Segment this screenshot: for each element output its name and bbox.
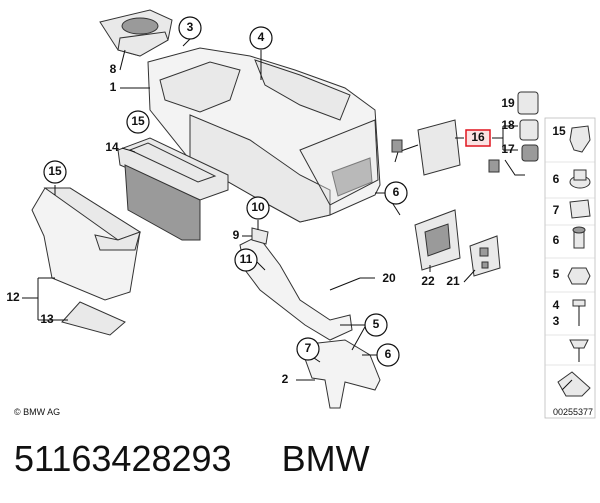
- fastener-legend: 15 6 7 6 5 4 3: [544, 117, 596, 419]
- copyright-text: © BMW AG: [14, 407, 60, 417]
- legend-label-5: 5: [553, 267, 560, 281]
- callout-7: 7: [305, 341, 312, 355]
- callout-13: 13: [40, 312, 54, 326]
- callout-5: 5: [373, 317, 380, 331]
- callout-11: 11: [240, 252, 253, 266]
- callout-15b: 15: [48, 164, 62, 178]
- legend-label-4: 4: [553, 298, 560, 312]
- callout-3: 3: [187, 20, 194, 34]
- callout-19: 19: [501, 96, 515, 110]
- callout-4: 4: [258, 30, 265, 44]
- callout-20: 20: [382, 271, 396, 285]
- legend-label-7: 7: [553, 203, 560, 217]
- legend-label-3: 3: [553, 314, 560, 328]
- storage-box-upper: [117, 137, 229, 241]
- lower-bracket: [299, 339, 381, 409]
- part-number: 51163428293: [14, 438, 232, 479]
- callout-9: 9: [233, 228, 240, 242]
- callout-8: 8: [110, 62, 117, 76]
- callout-circles: [43, 16, 408, 367]
- cup-holder-part: [99, 9, 173, 57]
- callout-16-highlight: 16: [465, 129, 491, 147]
- callout-6b: 6: [385, 347, 392, 361]
- callout-15: 15: [131, 114, 145, 128]
- callout-22: 22: [421, 274, 435, 288]
- brand-name: BMW: [281, 438, 370, 479]
- cover-panel: [469, 235, 501, 277]
- callout-21: 21: [446, 274, 460, 288]
- callout-12: 12: [6, 290, 20, 304]
- callout-labels: 8 1 3 4 15 14 15 12 13 10 9 11 20 6 5 7 …: [6, 20, 515, 386]
- callout-6: 6: [393, 185, 400, 199]
- storage-pocket: [31, 187, 142, 301]
- callout-18: 18: [501, 118, 515, 132]
- legend-label-6b: 6: [553, 233, 560, 247]
- diagram-number: 00255377: [553, 407, 593, 417]
- footer: 51163428293 BMW: [14, 438, 584, 488]
- leader-lines: [22, 38, 518, 381]
- callout-16: 16: [471, 130, 485, 144]
- bracket: [239, 227, 353, 341]
- legend-label-6a: 6: [553, 172, 560, 186]
- socket-assembly: [391, 119, 525, 176]
- switch-panel: [414, 209, 461, 271]
- rubber-mat: [61, 301, 126, 336]
- parts-diagram: 8 1 3 4 15 14 15 12 13 10 9 11 20 6 5 7 …: [6, 9, 596, 419]
- callout-17: 17: [501, 142, 515, 156]
- callout-10: 10: [251, 200, 265, 214]
- legend-label-15: 15: [552, 124, 566, 138]
- small-parts-17-19: [517, 91, 539, 162]
- center-console-body: [147, 47, 381, 223]
- callout-2: 2: [282, 372, 289, 386]
- callout-14: 14: [105, 140, 119, 154]
- callout-1: 1: [110, 80, 117, 94]
